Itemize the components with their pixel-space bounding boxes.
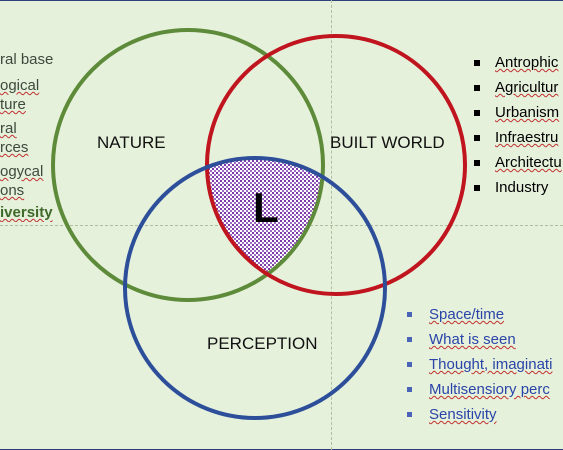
built-world-list: Antrophic Agricultur Urbanism Infraestru… <box>474 50 563 200</box>
list-item: Infraestru <box>474 125 563 150</box>
list-item: ral base <box>0 51 54 68</box>
list-item: Thought, imaginati <box>407 352 563 377</box>
list-item: ture <box>0 96 26 113</box>
square-bullet-icon <box>407 312 412 317</box>
square-bullet-icon <box>407 362 412 367</box>
square-bullet-icon <box>474 109 480 116</box>
perception-label: PERCEPTION <box>207 334 318 353</box>
list-item: ral <box>0 120 17 137</box>
intersection-letter: L <box>253 184 279 231</box>
list-item: Agricultur <box>474 75 563 100</box>
square-bullet-icon <box>407 387 412 392</box>
square-bullet-icon <box>407 337 412 342</box>
built-world-label: BUILT WORLD <box>330 133 445 152</box>
square-bullet-icon <box>474 134 480 141</box>
list-item: Sensitivity <box>407 402 563 427</box>
square-bullet-icon <box>474 59 480 66</box>
list-item: Multisensiory perc <box>407 377 563 402</box>
nature-list: ral base ogical ture ral rces ogycal ons… <box>0 48 70 222</box>
list-item: rces <box>0 139 29 156</box>
square-bullet-icon <box>474 159 480 166</box>
list-item: Urbanism <box>474 100 563 125</box>
perception-circle <box>123 156 387 420</box>
list-item: ons <box>0 182 25 199</box>
nature-label: NATURE <box>97 133 166 152</box>
list-item: iversity <box>0 204 53 221</box>
built-world-circle <box>205 34 467 296</box>
square-bullet-icon <box>474 84 480 91</box>
vertical-guide <box>331 0 332 450</box>
list-item: ogical <box>0 77 40 94</box>
nature-circle <box>51 28 325 302</box>
list-item: ogycal <box>0 163 44 180</box>
perception-list: Space/time What is seen Thought, imagina… <box>407 302 563 427</box>
list-item: Architectu <box>474 150 563 175</box>
square-bullet-icon <box>407 412 412 417</box>
list-item: Industry <box>474 175 563 200</box>
square-bullet-icon <box>474 184 480 191</box>
list-item: Space/time <box>407 302 563 327</box>
list-item: What is seen <box>407 327 563 352</box>
list-item: Antrophic <box>474 50 563 75</box>
